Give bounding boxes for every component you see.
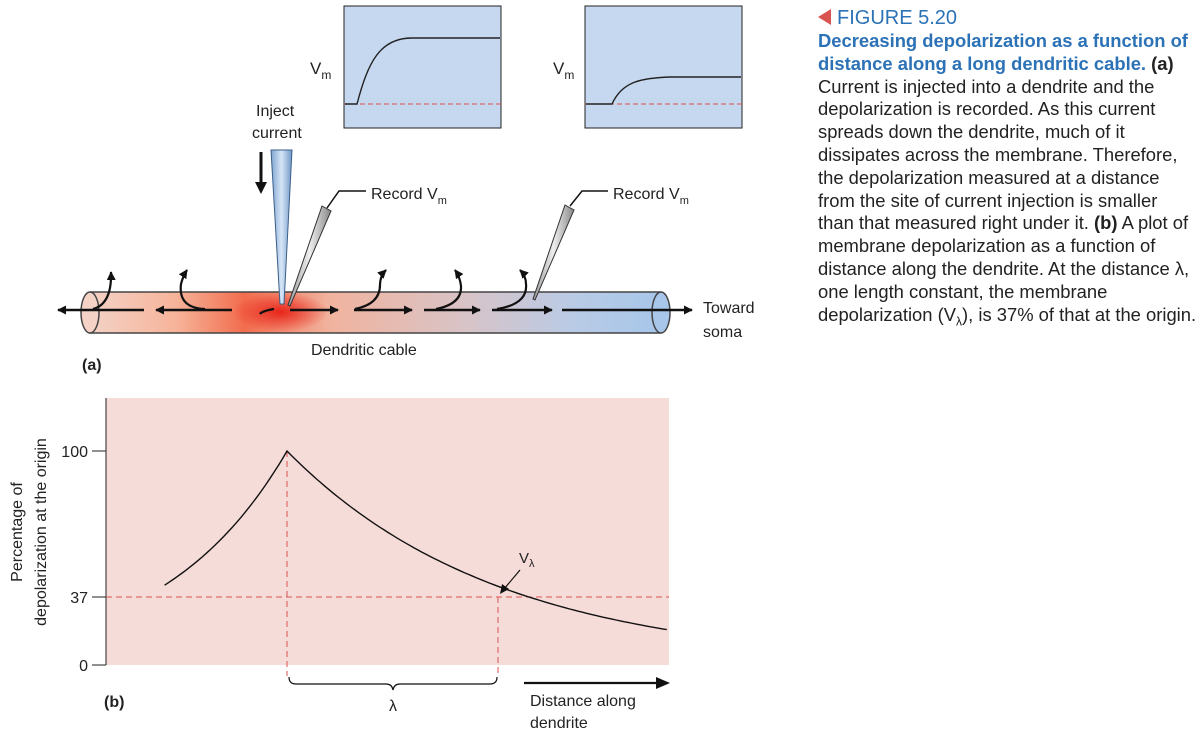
inset-left-trace	[345, 37, 500, 105]
lambda-label: λ	[389, 698, 397, 715]
dendritic-cable	[80, 291, 671, 334]
ylabel-line1: Percentage of	[9, 482, 26, 582]
leak-arrow-5	[496, 269, 529, 311]
inset-right-bg	[584, 5, 743, 129]
leak-arrow-1	[92, 271, 116, 311]
record-electrode-left	[287, 205, 332, 307]
leak-arrow-3	[354, 269, 387, 311]
vm-right-label: Vm	[553, 59, 574, 82]
leak-arrow-4	[435, 269, 464, 311]
vm-left-label: Vm	[310, 59, 331, 82]
inject-arrow-head	[255, 182, 267, 194]
caption-a-label: (a)	[1151, 52, 1174, 74]
xlabel-line1: Distance along	[530, 693, 636, 710]
caption-body: Decreasing depolarization as a function …	[818, 30, 1198, 329]
leak-arrow-2	[178, 269, 206, 311]
caption-a-text: Current is injected into a dendrite and …	[818, 75, 1178, 234]
inject-label-line1: Inject	[256, 103, 295, 120]
ytick-100-label: 100	[61, 444, 88, 461]
record-left-leader	[326, 190, 366, 209]
inject-label-line2: current	[252, 125, 302, 142]
ylabel-line2: depolarization at the origin	[33, 438, 50, 626]
panel-a-label: (a)	[82, 357, 102, 374]
v-lambda-pointer	[503, 569, 521, 590]
panel-b: 100 37 0 Percentage of depolarization at…	[9, 398, 670, 732]
vm-inset-left	[343, 5, 502, 129]
ytick-0-label: 0	[79, 658, 88, 675]
caption-heading: Decreasing depolarization as a function …	[818, 30, 1188, 74]
record-electrode-right	[532, 204, 575, 301]
leak-arrows	[92, 269, 529, 311]
panel-a: Vm Vm Inject current Record Vm R	[57, 5, 755, 374]
cable-right-end	[651, 291, 671, 334]
record-right-label: Record Vm	[613, 186, 689, 207]
figure-caption: FIGURE 5.20 Decreasing depolarization as…	[818, 6, 1198, 329]
caption-b-text-1: A plot of membrane depolarization as a f…	[818, 212, 1190, 325]
cable-hotspot	[232, 292, 328, 332]
caption-b-sub: λ	[956, 314, 963, 329]
record-right-leader	[569, 190, 608, 207]
distance-arrow-head	[656, 677, 670, 689]
v-lambda-pointer-head	[500, 584, 509, 594]
current-flow-arrows	[57, 305, 693, 315]
caption-figure-number: FIGURE 5.20	[818, 6, 1198, 30]
toward-label-line1: Toward	[703, 300, 755, 317]
flow-split-left	[259, 307, 275, 315]
v-lambda-label: Vλ	[519, 550, 535, 570]
caption-b-text-2: ), is 37% of that at the origin.	[962, 303, 1197, 325]
toward-label-line2: soma	[703, 324, 742, 341]
record-left-label: Record Vm	[371, 186, 447, 207]
inset-left-bg	[343, 5, 502, 129]
ytick-37-label: 37	[70, 590, 88, 607]
cable-label: Dendritic cable	[311, 342, 417, 359]
panel-b-label: (b)	[104, 694, 124, 711]
caption-b-label: (b)	[1094, 212, 1118, 234]
xlabel-line2: dendrite	[530, 715, 588, 732]
lambda-brace	[288, 676, 498, 691]
vm-inset-right	[584, 5, 743, 129]
inset-right-trace	[586, 76, 741, 105]
depolarization-curve	[164, 449, 667, 631]
caption-arrow-icon	[818, 9, 831, 25]
injection-pipette	[270, 149, 293, 305]
cable-left-end	[80, 291, 100, 334]
